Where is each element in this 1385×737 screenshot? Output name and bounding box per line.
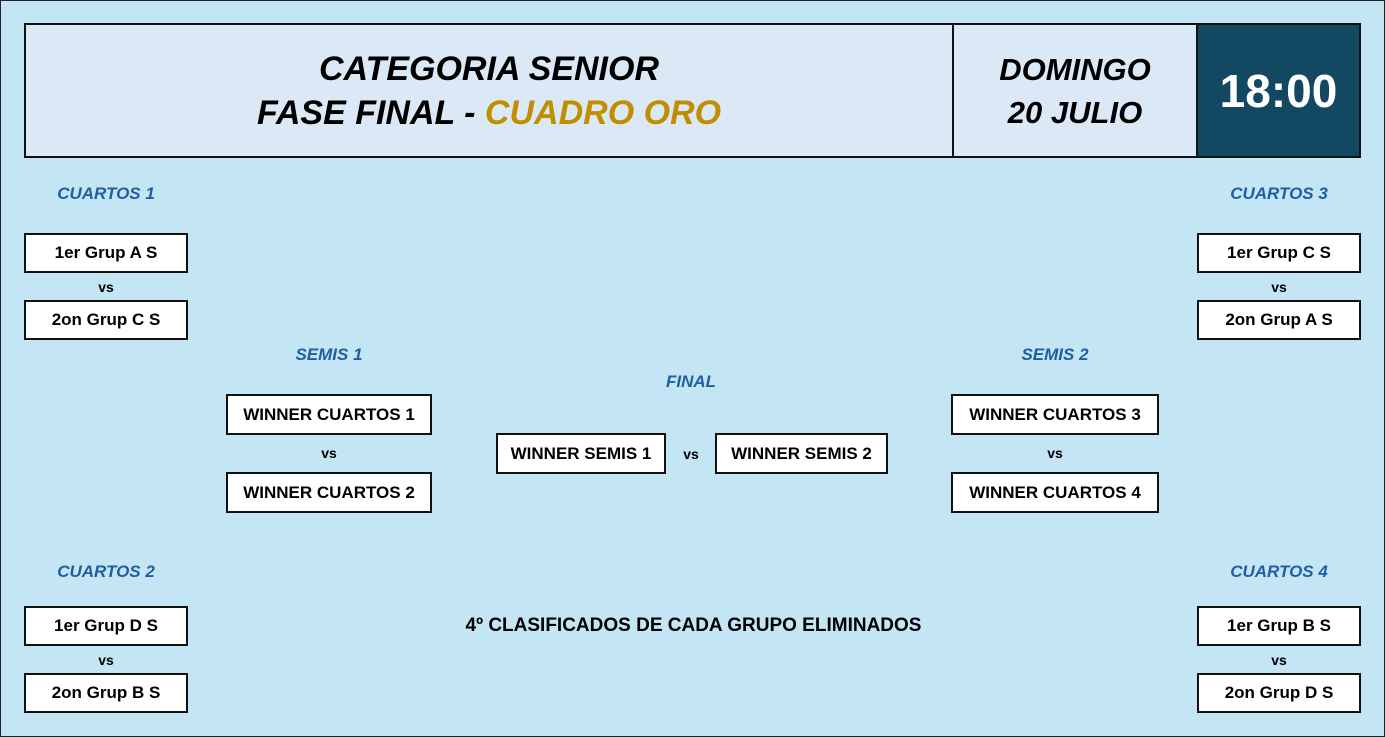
cuartos2-team2: 2on Grup B S xyxy=(24,673,188,713)
final-label: FINAL xyxy=(665,372,717,391)
category-title: CATEGORIA SENIOR xyxy=(318,49,660,88)
time-block: 18:00 xyxy=(1198,25,1359,156)
cuartos1-label: CUARTOS 1 xyxy=(57,184,155,203)
phase-title: FASE FINAL - CUADRO ORO xyxy=(257,91,721,135)
cuartos3-team2: 2on Grup A S xyxy=(1197,300,1361,340)
final-vs: vs xyxy=(683,446,699,462)
final-team1: WINNER SEMIS 1 xyxy=(496,433,666,474)
cuartos2-label: CUARTOS 2 xyxy=(57,562,155,581)
cuartos4-team1: 1er Grup B S xyxy=(1197,606,1361,646)
phase-highlight: CUADRO ORO xyxy=(484,93,722,132)
cuartos1-vs: vs xyxy=(98,279,114,295)
cuartos4-label: CUARTOS 4 xyxy=(1230,562,1328,581)
date-block: DOMINGO 20 JULIO xyxy=(954,25,1198,156)
final-team2: WINNER SEMIS 2 xyxy=(715,433,888,474)
cuartos2-team1: 1er Grup D S xyxy=(24,606,188,646)
cuartos3-vs: vs xyxy=(1271,279,1287,295)
cuartos3-label: CUARTOS 3 xyxy=(1230,184,1328,203)
cuartos1-team1: 1er Grup A S xyxy=(24,233,188,273)
semis1-team2: WINNER CUARTOS 2 xyxy=(226,472,432,513)
cuartos2-vs: vs xyxy=(98,652,114,668)
semis2-team1: WINNER CUARTOS 3 xyxy=(951,394,1159,435)
day-label: DOMINGO xyxy=(999,51,1151,87)
semis1-team1: WINNER CUARTOS 1 xyxy=(226,394,432,435)
semis1-vs: vs xyxy=(321,445,337,461)
semis2-team2: WINNER CUARTOS 4 xyxy=(951,472,1159,513)
title-block: CATEGORIA SENIOR FASE FINAL - CUADRO ORO xyxy=(26,25,954,156)
cuartos1-team2: 2on Grup C S xyxy=(24,300,188,340)
cuartos4-team2: 2on Grup D S xyxy=(1197,673,1361,713)
cuartos3-team1: 1er Grup C S xyxy=(1197,233,1361,273)
date-label: 20 JULIO xyxy=(1007,94,1143,130)
header-banner: CATEGORIA SENIOR FASE FINAL - CUADRO ORO… xyxy=(24,23,1361,158)
semis1-label: SEMIS 1 xyxy=(295,345,363,364)
semis2-vs: vs xyxy=(1047,445,1063,461)
phase-prefix: FASE FINAL - xyxy=(256,93,485,132)
eliminated-note: 4º CLASIFICADOS DE CADA GRUPO ELIMINADOS xyxy=(465,615,922,636)
semis2-label: SEMIS 2 xyxy=(1021,345,1089,364)
cuartos4-vs: vs xyxy=(1271,652,1287,668)
